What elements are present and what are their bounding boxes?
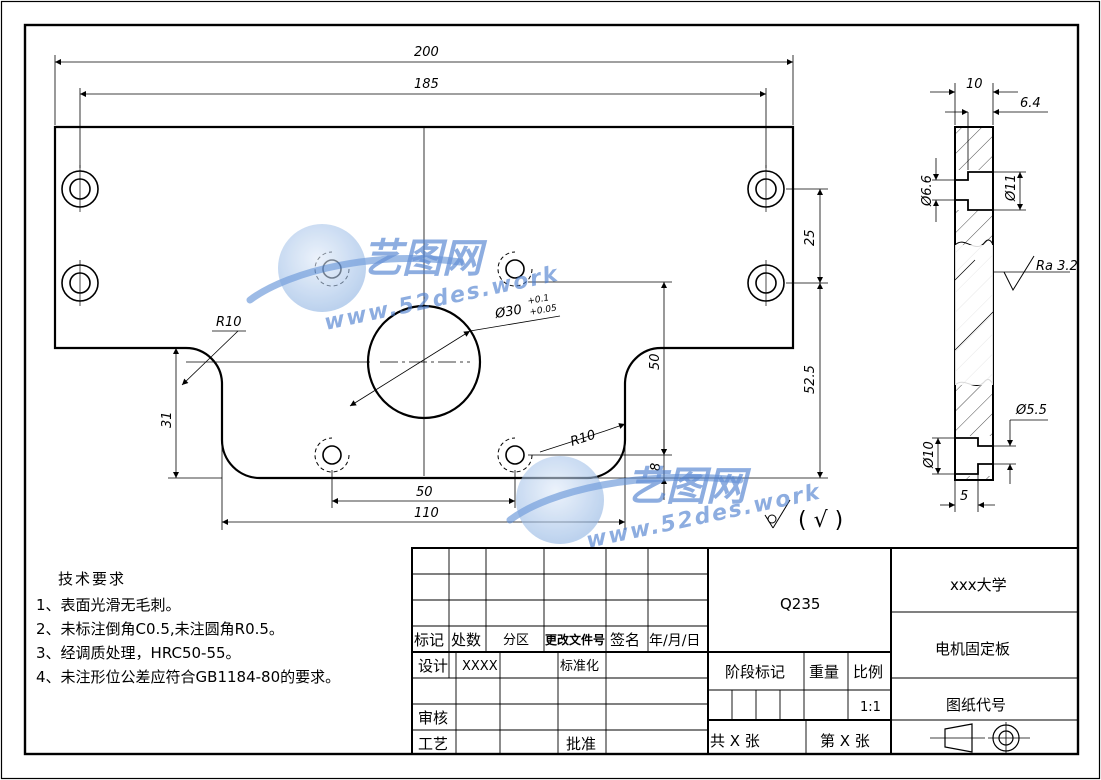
watermark-top: 艺图网 www.52des.work: [246, 224, 562, 336]
tb-zone: 分区: [503, 633, 529, 648]
title-block: 标记 处数 分区 更改文件号 签名 年/月/日 设计 XXXX 标准化 审核 工…: [411, 547, 1079, 755]
side-roughness: Ra 3.2: [1036, 259, 1078, 274]
tb-review: 审核: [418, 709, 448, 727]
tb-mark: 标记: [414, 631, 444, 649]
tb-scale-label: 比例: [853, 663, 883, 681]
tb-drawing-code: 图纸代号: [946, 696, 1006, 714]
tech-requirement-3: 3、经调质处理，HRC50-55。: [36, 644, 241, 662]
dim-50-vertical: 50: [648, 353, 663, 370]
dim-31: 31: [160, 411, 175, 428]
side-dim-5: 5: [960, 489, 968, 504]
tb-approve: 批准: [566, 735, 596, 753]
tech-requirement-4: 4、未注形位公差应符合GB1184-80的要求。: [36, 668, 340, 686]
side-dim-5-5: Ø5.5: [1015, 403, 1047, 418]
tech-requirements: 技术要求 1、表面光滑无毛刺。 2、未标注倒角C0.5,未注圆角R0.5。 3、…: [36, 570, 340, 686]
side-dim-6-4: 6.4: [1020, 96, 1041, 111]
side-dim-6-6: Ø6.6: [920, 175, 935, 207]
thread-hole-2: [497, 251, 533, 287]
projection-symbol-icon: [930, 722, 1030, 754]
side-dim-11: Ø11: [1004, 174, 1019, 202]
tb-part-name: 电机固定板: [935, 640, 1010, 658]
dim-185: 185: [414, 77, 439, 92]
tech-requirement-2: 2、未标注倒角C0.5,未注圆角R0.5。: [36, 620, 284, 638]
dim-52-5: 52.5: [803, 365, 818, 394]
dim-110: 110: [414, 506, 439, 521]
thread-hole-3: [314, 437, 350, 473]
side-dim-10-hole: Ø10: [922, 441, 937, 469]
tb-designer: XXXX: [462, 659, 498, 674]
tb-standardize: 标准化: [560, 659, 599, 674]
tb-school: xxx大学: [950, 576, 1007, 594]
tb-scale-value: 1:1: [860, 700, 881, 715]
tech-requirements-title: 技术要求: [58, 570, 126, 588]
radius-left: R10: [216, 315, 242, 330]
tb-stage-mark: 阶段标记: [725, 663, 785, 681]
dim-200: 200: [414, 45, 439, 60]
tech-requirement-1: 1、表面光滑无毛刺。: [36, 596, 181, 614]
side-dim-10: 10: [966, 77, 983, 92]
tb-weight: 重量: [809, 663, 839, 681]
tb-count: 处数: [451, 631, 481, 649]
dim-50-horizontal: 50: [416, 485, 433, 500]
dim-8: 8: [649, 463, 664, 471]
watermark-brand-bottom: 艺图网: [626, 464, 752, 510]
tb-design-label: 设计: [418, 657, 448, 675]
watermark-bottom: 艺图网 www.52des.work: [506, 456, 824, 554]
bore-tol-upper: +0.1: [527, 293, 550, 307]
dim-25: 25: [803, 229, 818, 246]
tb-process: 工艺: [418, 735, 448, 753]
watermark-brand-top: 艺图网: [362, 236, 488, 282]
tb-sheets-total: 共 X 张: [710, 732, 760, 750]
surface-finish-symbol: [764, 499, 791, 529]
side-view: 10 6.4 Ø6.6 Ø11 Ra 3.2 Ø5.5 Ø10: [920, 77, 1078, 512]
tb-material: Q235: [780, 595, 820, 613]
thread-hole-4: [497, 437, 533, 473]
tb-sheet-no: 第 X 张: [820, 732, 870, 750]
surface-finish-note: ( √ ): [798, 508, 843, 533]
bore-tol-lower: +0.05: [529, 303, 558, 318]
radius-right: R10: [569, 428, 598, 450]
bore-dim: Ø30: [493, 303, 523, 323]
tb-signature: 签名: [610, 631, 640, 649]
tb-date: 年/月/日: [649, 633, 700, 649]
tb-change-doc: 更改文件号: [545, 632, 605, 647]
